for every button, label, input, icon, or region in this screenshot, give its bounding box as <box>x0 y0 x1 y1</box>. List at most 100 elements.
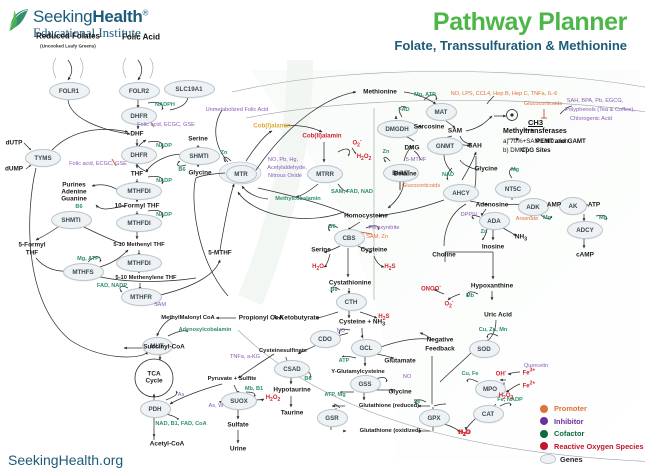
gene-node-cbs[interactable]: CBS <box>333 229 365 247</box>
cofactors-label: NAD <box>441 172 455 178</box>
inhibitors-label: Peroxynitrite <box>368 225 400 231</box>
gene-node-ahcy[interactable]: AHCY <box>443 184 479 202</box>
gene-node-dhfr[interactable]: DHFR <box>121 146 157 164</box>
metabolites-label: Sarcosine <box>413 123 445 131</box>
gene-label: MTHFDI <box>127 259 151 267</box>
inhibitors-label: Quercetin <box>523 363 549 369</box>
metabolites-label: Cysteine <box>360 246 388 254</box>
gene-node-shmti[interactable]: SHMTI <box>178 147 220 165</box>
gene-label: CTH <box>344 298 358 306</box>
metabolites-label: Glycine <box>474 165 498 173</box>
gene-label: DHFR <box>130 151 148 159</box>
methyltransferase-line-b: b) DMNT <box>503 147 529 154</box>
gene-node-adk[interactable]: ADK <box>517 198 549 216</box>
gene-node-nt5c[interactable]: NT5C <box>495 180 531 198</box>
gene-node-bhmt[interactable]: BHMT <box>383 164 419 182</box>
gene-node-folr2[interactable]: FOLR2 <box>118 82 160 100</box>
gene-node-mpo[interactable]: MPO <box>474 380 506 398</box>
gene-node-tyms[interactable]: TYMS <box>25 149 61 167</box>
gene-node-mthfdi[interactable]: MTHFDI <box>116 214 162 232</box>
cofactors-label: Mg <box>542 215 552 221</box>
metabolites-label: Choline <box>432 251 456 259</box>
gene-node-cth[interactable]: CTH <box>335 293 367 311</box>
inhibitors-label: SAH, BPA, Pb, EGCG, <box>566 98 624 104</box>
cofactors-label: B6 <box>328 224 336 230</box>
metabolites-label: Uric Acid <box>484 311 512 319</box>
gene-node-ada[interactable]: ADA <box>478 212 510 230</box>
metabolites-label: Pyruvate + Sulfite <box>207 376 257 382</box>
gene-node-csad[interactable]: CSAD <box>274 360 310 378</box>
metabolites-label: NH3 <box>514 233 528 243</box>
legend-item-genes: Genes <box>540 454 644 464</box>
metabolites-label: SAM <box>447 127 463 135</box>
legend-item-promoter: Promoter <box>540 404 644 413</box>
gene-node-slc19a1[interactable]: SLC19A1 <box>163 80 215 98</box>
gene-label: MTHFDI <box>127 219 151 227</box>
gene-node-gnmt[interactable]: GNMT <box>427 137 463 155</box>
ros-label: OH- <box>495 368 507 378</box>
gene-label: GNMT <box>435 142 455 150</box>
gene-label: SHMTI <box>61 216 81 224</box>
gene-node-sod[interactable]: SOD <box>468 340 500 358</box>
gene-node-mtrr[interactable]: MTRR <box>307 165 343 183</box>
gene-label: MTR <box>234 170 248 178</box>
gene-node-mthfdi[interactable]: MTHFDI <box>116 182 162 200</box>
inhibitors-label: Folic acid, ECGC, GSE <box>137 122 195 128</box>
metabolites-label: Feedback <box>425 345 455 353</box>
metabolites-label: 5-10 Methenyl THF <box>113 242 165 248</box>
metabolites-label: dUTP <box>5 139 23 147</box>
gene-node-ak[interactable]: AK <box>559 197 587 215</box>
legend-label: Genes <box>560 454 583 464</box>
metabolites-label: 10-Formyl THF <box>114 202 160 210</box>
gene-node-mthfr[interactable]: MTHFR <box>120 288 162 306</box>
gene-node-pdh[interactable]: PDH <box>139 400 171 418</box>
metabolites-label: 5-Formyl <box>18 241 46 249</box>
inhibitors-label: As, W <box>208 403 224 409</box>
gene-label: CAT <box>481 410 495 418</box>
gene-node-gpx[interactable]: GPX <box>418 409 450 427</box>
legend-item-reactive-oxygen-species: Reactive Oxygen Species <box>540 442 644 451</box>
gene-label: TYMS <box>34 154 52 162</box>
cofactors-label: Mg, ATP <box>77 256 99 262</box>
gene-node-dmgdh[interactable]: DMGDH <box>376 120 418 138</box>
metabolites-label: Y-Glutamylcysteine <box>331 369 385 375</box>
metabolites-label: Taurine <box>280 409 304 417</box>
ros-label: H2O <box>458 429 470 439</box>
metabolites-label: Hypotaurine <box>273 386 311 394</box>
metabolites-label: SAH <box>468 142 482 150</box>
gene-node-mthfdi[interactable]: MTHFDI <box>116 254 162 272</box>
gene-node-cat[interactable]: CAT <box>472 405 504 423</box>
cofactors-label: Mg <box>510 167 520 173</box>
gene-label: GSS <box>358 380 372 388</box>
metabolites-label: Glycine <box>188 169 212 177</box>
gene-node-gss[interactable]: GSS <box>349 375 381 393</box>
ros-label: ONOO- <box>420 283 442 293</box>
gene-node-adcy[interactable]: ADCY <box>567 221 603 239</box>
gene-node-mat[interactable]: MAT <box>425 103 457 121</box>
cofactors-label: NAD, B1, FAD, CoA <box>155 421 207 427</box>
cofactors-label: B6 <box>330 287 338 293</box>
metabolites-label: cAMP <box>576 251 594 259</box>
gene-label: GCL <box>359 344 373 352</box>
gene-node-cdo[interactable]: CDO <box>309 330 341 348</box>
gene-node-gsr[interactable]: GSR <box>316 409 348 427</box>
metabolites-label: Negative <box>426 336 454 344</box>
gene-label: MTHFDI <box>127 187 151 195</box>
metabolites-label: Hypoxanthine <box>470 282 514 290</box>
gene-node-shmti[interactable]: SHMTI <box>50 211 92 229</box>
gene-node-gcl[interactable]: GCL <box>350 339 382 357</box>
gene-node-dhfr[interactable]: DHFR <box>121 107 157 125</box>
logo-line-1: SeekingHealth® <box>33 7 149 26</box>
gene-node-suox[interactable]: SUOX <box>221 392 257 410</box>
input-folic-acid: Folic Acid <box>122 32 160 42</box>
gene-node-folr1[interactable]: FOLR1 <box>48 82 90 100</box>
gene-node-mthfs[interactable]: MTHFS <box>62 263 104 281</box>
leaf-icon <box>9 9 28 33</box>
gene-node-mut[interactable]: MUT <box>141 337 173 355</box>
inhibitors-label: NO <box>336 328 346 334</box>
metabolites-label: Succinyl-CoA <box>143 343 185 351</box>
gene-node-mtr[interactable]: MTR <box>225 165 257 183</box>
inhibitors-label: NO <box>402 374 412 380</box>
